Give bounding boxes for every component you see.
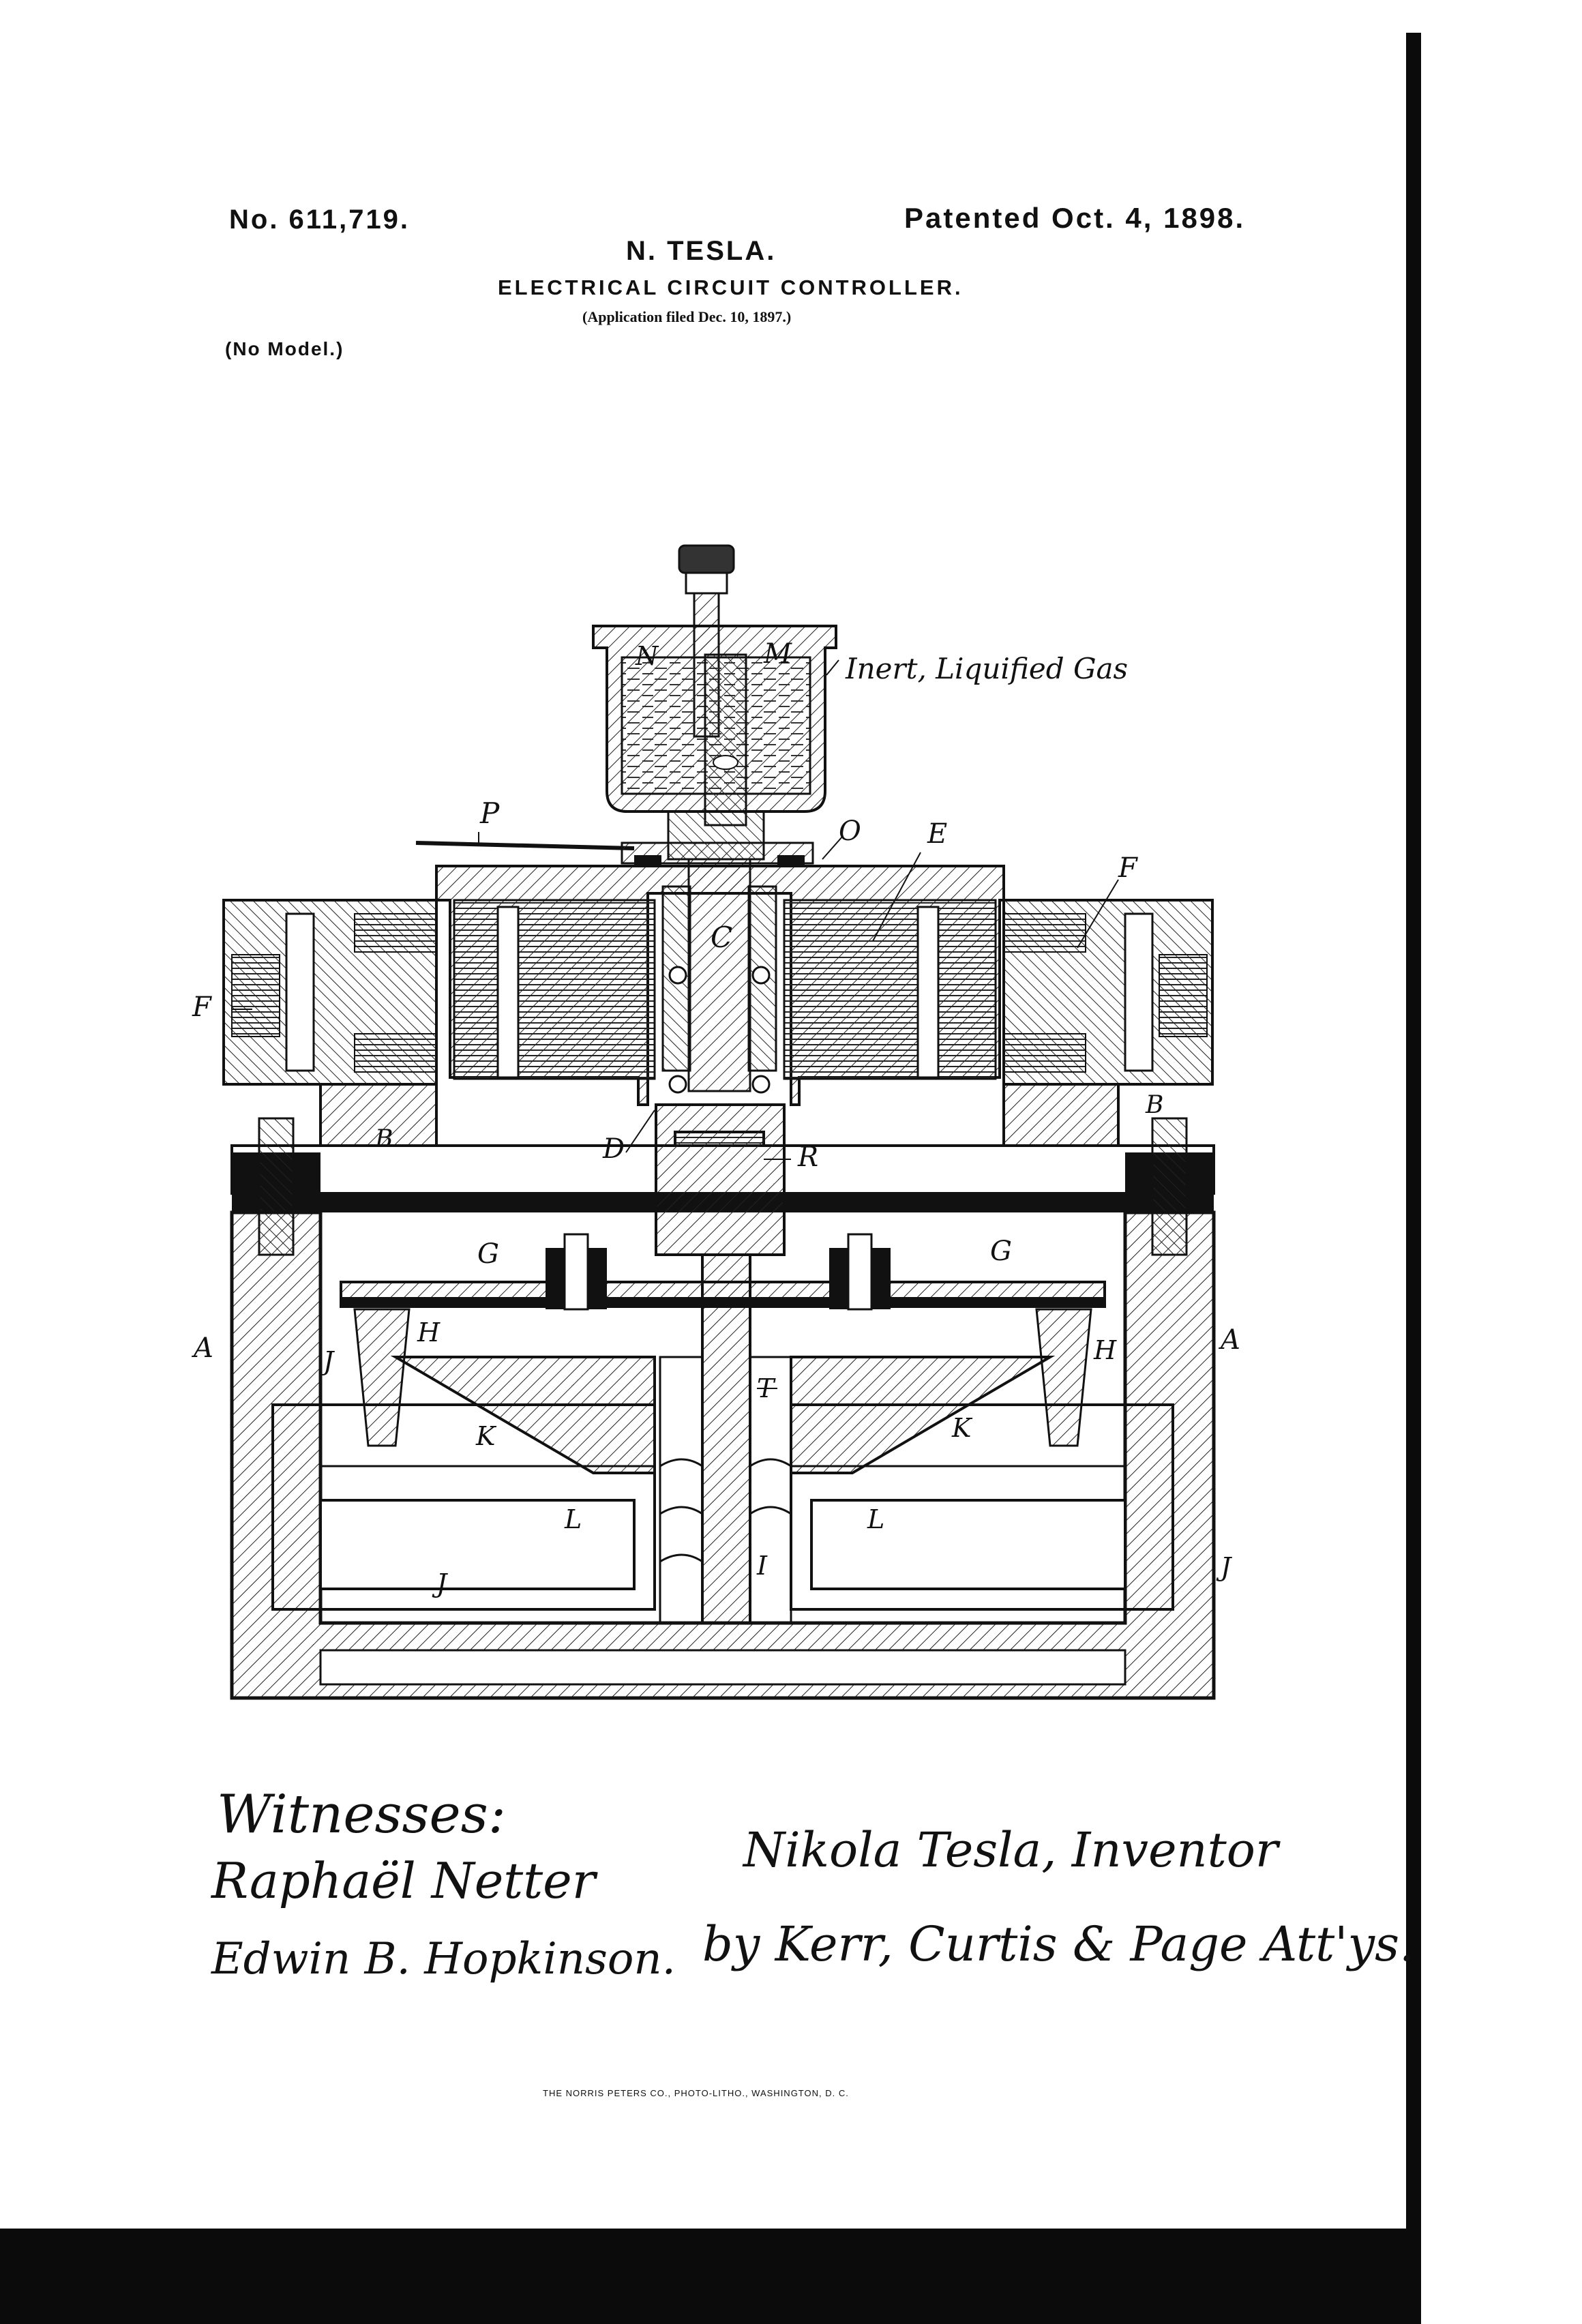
label-o: O: [839, 816, 861, 847]
label-g-left: G: [477, 1238, 499, 1270]
label-j-lower: J: [436, 1568, 447, 1598]
inventor-name: N. TESLA.: [626, 236, 777, 266]
label-k-right: K: [952, 1413, 972, 1443]
label-c: C: [711, 921, 733, 954]
label-l-left: L: [565, 1504, 582, 1534]
label-j-right: J: [1221, 1552, 1232, 1582]
label-l-right: L: [867, 1504, 885, 1534]
printer-credit: THE NORRIS PETERS CO., PHOTO-LITHO., WAS…: [543, 2088, 849, 2098]
annotation-inert-gas: Inert, Liquified Gas: [846, 652, 1129, 685]
screw-conveyor: [659, 1356, 792, 1624]
witness-2-signature: Edwin B. Hopkinson.: [211, 1934, 676, 1984]
label-h-left: H: [417, 1317, 441, 1347]
label-p: P: [480, 796, 500, 830]
attorneys-signature: by Kerr, Curtis & Page Att'ys.: [702, 1916, 1415, 1972]
label-n: N: [636, 641, 659, 671]
application-date: (Application filed Dec. 10, 1897.): [582, 308, 792, 325]
label-f-left: F: [192, 992, 211, 1023]
spreader-left: [390, 1356, 656, 1474]
label-k-left: K: [476, 1421, 496, 1451]
inventor-signature: Nikola Tesla, Inventor: [743, 1822, 1279, 1878]
label-i: I: [757, 1551, 768, 1581]
page-edge-bottom: [0, 2229, 1421, 2324]
rotor-plate: [340, 1233, 1106, 1311]
label-h-right: H: [1094, 1335, 1117, 1365]
liquid-gas-reservoir: [592, 625, 837, 826]
patent-number: No. 611,719.: [229, 205, 411, 235]
label-a-left: A: [194, 1332, 213, 1364]
label-g-right: G: [990, 1236, 1012, 1267]
label-m: M: [764, 638, 792, 670]
main-shaft: [655, 1103, 786, 1256]
witnesses-heading: Witnesses:: [217, 1784, 507, 1845]
patented-date: Patented Oct. 4, 1898.: [904, 202, 1246, 234]
patent-title: ELECTRICAL CIRCUIT CONTROLLER.: [498, 275, 964, 299]
witness-1-signature: Raphaël Netter: [211, 1852, 596, 1909]
field-magnets: [222, 899, 1214, 1086]
outer-casing: [230, 1210, 1216, 1700]
page-edge-right: [1406, 33, 1421, 2324]
label-t: T: [757, 1373, 775, 1403]
label-j-upper: J: [323, 1346, 334, 1376]
lever-arm: [415, 841, 635, 850]
label-d: D: [603, 1133, 625, 1165]
motor-housing: [435, 865, 1005, 1106]
label-a-right: A: [1221, 1324, 1240, 1356]
model-note: (No Model.): [225, 338, 344, 359]
label-r: R: [798, 1142, 819, 1173]
label-b-left: B: [375, 1125, 393, 1153]
label-f-right: F: [1118, 852, 1137, 884]
label-e: E: [927, 818, 948, 850]
label-b-right: B: [1146, 1091, 1164, 1119]
spreader-right: [790, 1356, 1056, 1474]
